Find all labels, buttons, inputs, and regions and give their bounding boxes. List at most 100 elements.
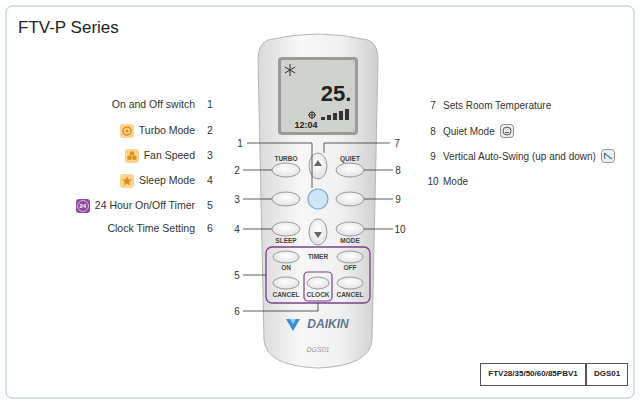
quiet-icon-art	[500, 124, 514, 138]
illustration-part	[604, 153, 612, 159]
illustration-part	[333, 113, 337, 120]
illustration-part	[272, 222, 300, 236]
feature-label: Vertical Auto-Swing (up and down)	[443, 151, 596, 162]
illustration-part	[120, 174, 134, 188]
leader-lines	[243, 143, 393, 311]
illustration-part	[336, 192, 364, 206]
illustration-part	[125, 130, 128, 133]
button-label: MODE	[340, 237, 360, 244]
illustration-part	[132, 156, 137, 161]
illustration-part	[364, 170, 393, 171]
illustration-part	[309, 219, 327, 245]
illustration-part	[324, 143, 390, 153]
cell-text: FTV28/35/50/60/85PBV1	[488, 370, 577, 379]
list-number: 5	[207, 200, 213, 212]
illustration-part	[308, 115, 316, 116]
snowflake-symbol	[285, 64, 295, 76]
brand-logo: DAIKIN	[307, 318, 348, 331]
illustration-part	[243, 275, 266, 276]
illustration-part	[500, 125, 513, 138]
lcd-screen	[281, 60, 355, 132]
callout-number: 4	[234, 224, 240, 235]
fan-icon-art	[125, 149, 139, 163]
swing-icon	[601, 149, 615, 163]
fan-level-bars	[321, 109, 349, 120]
feature-label: Quiet Mode	[443, 126, 495, 137]
illustration-part	[272, 192, 300, 206]
list-number: 10	[427, 176, 438, 187]
swing-icon-art	[601, 149, 615, 163]
illustration-part	[77, 201, 88, 212]
sleep-icon	[120, 174, 134, 188]
lcd-bezel	[278, 57, 358, 135]
callout-number: 6	[234, 306, 240, 317]
callout-number: 10	[394, 224, 405, 235]
list-number: 4	[207, 175, 213, 187]
turbo-icon	[120, 124, 134, 138]
feature-label: Fan Speed	[144, 150, 195, 162]
feature-label: Mode	[443, 176, 468, 187]
list-number: 9	[430, 151, 436, 162]
illustration-part	[314, 160, 322, 166]
logo-triangle-inner	[290, 319, 296, 324]
callout-number: 1	[237, 138, 243, 149]
feature-label: 24 Hour On/Off Timer	[95, 200, 195, 212]
list-number: 6	[207, 223, 213, 235]
clock-outline	[304, 272, 332, 301]
callout-number: 5	[234, 270, 240, 281]
illustration-part	[125, 149, 139, 163]
power-button	[308, 189, 328, 209]
illustration-part	[285, 67, 295, 73]
turbo-icon-art	[120, 124, 134, 138]
button-label: SLEEP	[275, 237, 296, 244]
illustration-part	[76, 199, 90, 213]
button-label: QUIET	[340, 155, 360, 162]
lcd-temperature: 25.	[321, 82, 352, 106]
illustration-part	[339, 111, 343, 120]
button-label: CANCEL	[272, 291, 299, 298]
illustration-part	[285, 67, 295, 73]
illustration-part	[243, 170, 272, 171]
button-label: TURBO	[274, 155, 297, 162]
feature-label: On and Off switch	[112, 99, 195, 111]
callout-number: 2	[234, 165, 240, 176]
illustration-part	[337, 277, 363, 289]
diagram-title: FTV-P Series	[18, 19, 119, 38]
button-label: OFF	[344, 264, 357, 271]
list-number: 1	[207, 99, 213, 111]
illustration-part	[601, 150, 614, 163]
callout-number: 9	[395, 194, 401, 205]
table-cell: FTV28/35/50/60/85PBV1	[480, 363, 586, 386]
illustration-part	[120, 124, 134, 138]
illustration-part	[336, 163, 364, 177]
callout-number: 8	[395, 165, 401, 176]
illustration-part	[243, 229, 272, 230]
callout-number: 7	[394, 138, 400, 149]
daikin-logo	[286, 319, 300, 331]
feature-label: Turbo Mode	[139, 125, 195, 137]
list-number: 7	[430, 100, 436, 111]
illustration-part	[337, 251, 363, 263]
illustration-part	[122, 176, 132, 186]
button-label: CLOCK	[306, 291, 329, 298]
icon-text: 24	[79, 203, 86, 210]
illustration-part	[503, 127, 511, 135]
table-cell: DGS01	[586, 363, 628, 386]
quiet-icon	[500, 124, 514, 138]
list-number: 8	[430, 126, 436, 137]
illustration-part	[272, 163, 300, 177]
illustration-part	[273, 277, 299, 289]
illustration-part	[243, 303, 318, 311]
illustration-part	[604, 153, 606, 159]
lcd-clock: 12:04	[294, 121, 317, 131]
frame	[6, 6, 634, 398]
timer-group-outline	[266, 247, 370, 303]
illustration-part	[505, 132, 509, 133]
group-label: TIMER	[308, 253, 328, 260]
illustration-part	[314, 232, 322, 238]
callout-number: 3	[234, 194, 240, 205]
cell-text: DGS01	[594, 370, 620, 379]
illustration-part	[273, 251, 299, 263]
arrow-marks	[314, 160, 322, 238]
illustration-part	[127, 156, 132, 161]
